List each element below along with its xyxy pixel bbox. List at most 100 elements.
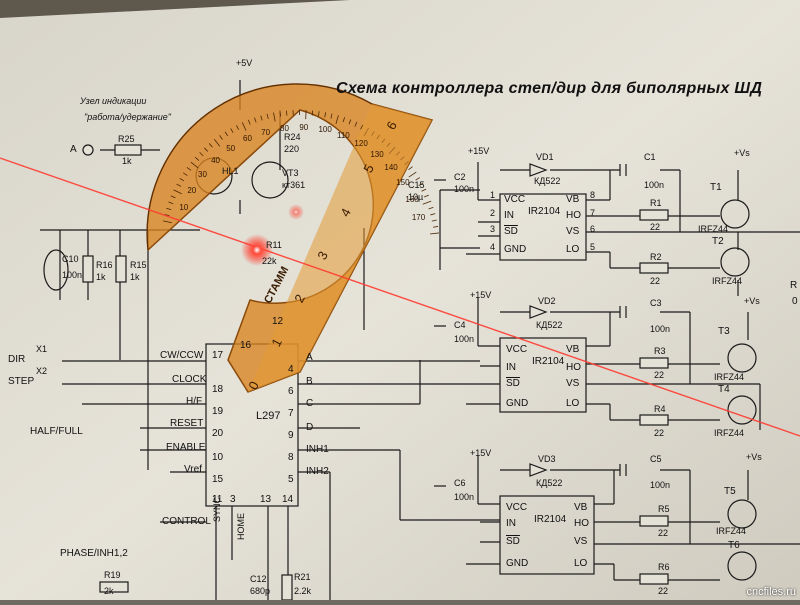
input-node-a-label: A: [70, 144, 77, 155]
l297-pin-num-4: 4: [288, 364, 294, 375]
l297-pin-label-reset: RESET: [170, 418, 203, 429]
drv1-diode-ref: VD1: [536, 152, 554, 162]
drv1-vs-supply: +Vs: [734, 148, 750, 158]
r25-ref: R25: [118, 134, 135, 144]
drv3-pin-lo: LO: [574, 558, 587, 569]
l297-pin-label-enable: ENABLE: [166, 442, 205, 453]
edge-fragment-r: R: [790, 280, 797, 291]
drv2-pin-ho: HO: [566, 362, 581, 373]
r11-ref: R11: [266, 240, 282, 250]
drv-pin-vb: VB: [566, 194, 579, 205]
drv3-t-lo-ref: T6: [728, 540, 740, 551]
drv3-cap-boot-value: 100n: [650, 480, 670, 490]
drv3-cap-in-ref: C6: [454, 478, 466, 488]
drv1-cap-boot-value: 100n: [644, 180, 664, 190]
drv2-pin-lo: LO: [566, 398, 579, 409]
drv2-pin-vs: VS: [566, 378, 579, 389]
drv1-t-hi-ref: T1: [710, 182, 722, 193]
drv3-r-hi-ref: R5: [658, 504, 670, 514]
vt3-value: кт361: [282, 180, 305, 190]
r19-value: 2k: [104, 586, 114, 596]
drv2-t-hi-type: IRFZ44: [714, 372, 744, 382]
l297-pin-label-hf: H/F: [186, 396, 202, 407]
drv2-cap-in-ref: C4: [454, 320, 466, 330]
drv2-vs-supply: +Vs: [744, 296, 760, 306]
r21-value: 2.2k: [294, 586, 311, 596]
drv1-t-lo-type: IRFZ44: [712, 276, 742, 286]
drv-pin-vs: VS: [566, 226, 579, 237]
drv3-pin-in: IN: [506, 518, 516, 529]
c15-ref: C15: [408, 180, 425, 190]
drv1-r-lo-ref: R2: [650, 252, 662, 262]
drv2-r-hi-value: 22: [654, 370, 664, 380]
drv3-pin-vb: VB: [574, 502, 587, 513]
drv1-diode-type: КД522: [534, 176, 560, 186]
r19-ref: R19: [104, 570, 121, 580]
watermark: cncfiles.ru: [746, 586, 796, 598]
protractor-arc-number: 40: [211, 156, 220, 165]
drv2-pin-vb: VB: [566, 344, 579, 355]
drv3-pin-sd: SD: [506, 536, 520, 547]
drv-pin-vcc: VCC: [504, 194, 525, 205]
l297-pin-num-8: 8: [288, 452, 294, 463]
drv-pin-num-6: 6: [590, 224, 595, 234]
l297-pin-label-a: A: [306, 352, 313, 363]
protractor-arc-number: 20: [187, 186, 196, 195]
drv-pin-num-5: 5: [590, 242, 595, 252]
hl1-ref: HL1: [222, 166, 239, 176]
drv2-t-hi-ref: T3: [718, 326, 730, 337]
drv1-r-hi-ref: R1: [650, 198, 662, 208]
drv3-cap-boot-ref: C5: [650, 454, 662, 464]
drv-pin-ho: HO: [566, 210, 581, 221]
l297-bottom-pin-3: 3: [230, 494, 236, 505]
c12-ref: C12: [250, 574, 267, 584]
l297-pin-num-7: 7: [288, 408, 294, 419]
l297-pin-num-10: 10: [212, 452, 223, 463]
drv2-pin-vcc: VCC: [506, 344, 527, 355]
l297-pin-label-cwccw: CW/CCW: [160, 350, 203, 361]
protractor-arc-number: 80: [280, 124, 289, 133]
input-dir-port: X1: [36, 344, 47, 354]
drv3-cap-in-value: 100n: [454, 492, 474, 502]
input-dir-label: DIR: [8, 354, 25, 365]
drv3-pin-ho: HO: [574, 518, 589, 529]
l297-bottom-pin-13: 13: [260, 494, 271, 505]
drv2-t-lo-type: IRFZ44: [714, 428, 744, 438]
l297-pin-label-c: C: [306, 398, 313, 409]
protractor-arc-number: 160: [405, 195, 418, 204]
protractor-arc-number: 60: [243, 134, 252, 143]
l297-pin-num-6: 6: [288, 386, 294, 397]
drv2-supply: +15V: [470, 290, 491, 300]
drv-pin-num-1: 1: [490, 190, 495, 200]
l297-home-label: HOME: [236, 513, 246, 540]
l297-pin-label-clock: CLOCK: [172, 374, 206, 385]
c12-value: 680p: [250, 586, 270, 596]
l297-pin-label-inh2: INH2: [306, 466, 329, 477]
drv3-pin-vs: VS: [574, 536, 587, 547]
l297-sync-label: SYNC: [212, 497, 222, 522]
l297-pin-label-b: B: [306, 376, 313, 387]
indicator-note-line1: Узел индикации: [80, 96, 146, 106]
drv1-cap-boot-ref: C1: [644, 152, 656, 162]
drv2-diode-type: КД522: [536, 320, 562, 330]
drv3-supply: +15V: [470, 448, 491, 458]
r16-value: 1k: [96, 272, 106, 282]
schematic-title: Схема контроллера степ/дир для биполярны…: [336, 80, 762, 98]
c10-value: 100n: [62, 270, 82, 280]
l297-pin-16: 16: [240, 340, 251, 351]
drv3-diode-type: КД522: [536, 478, 562, 488]
drv3-t-hi-type: IRFZ44: [716, 526, 746, 536]
drv-pin-in: IN: [504, 210, 514, 221]
vt3-ref: VT3: [282, 168, 299, 178]
drv-pin-num-2: 2: [490, 208, 495, 218]
l297-bottom-pin-14: 14: [282, 494, 293, 505]
indicator-note-line2: "работа/удержание": [84, 112, 171, 122]
drv2-t-lo-ref: T4: [718, 384, 730, 395]
drv2-pin-sd: SD: [506, 378, 520, 389]
drv3-pin-gnd: GND: [506, 558, 528, 569]
drv-pin-sd: SD: [504, 226, 518, 237]
drv1-t-lo-ref: T2: [712, 236, 724, 247]
c10-ref: C10: [62, 254, 79, 264]
l297-pin-num-9: 9: [288, 430, 294, 441]
drv-pin-num-3: 3: [490, 224, 495, 234]
